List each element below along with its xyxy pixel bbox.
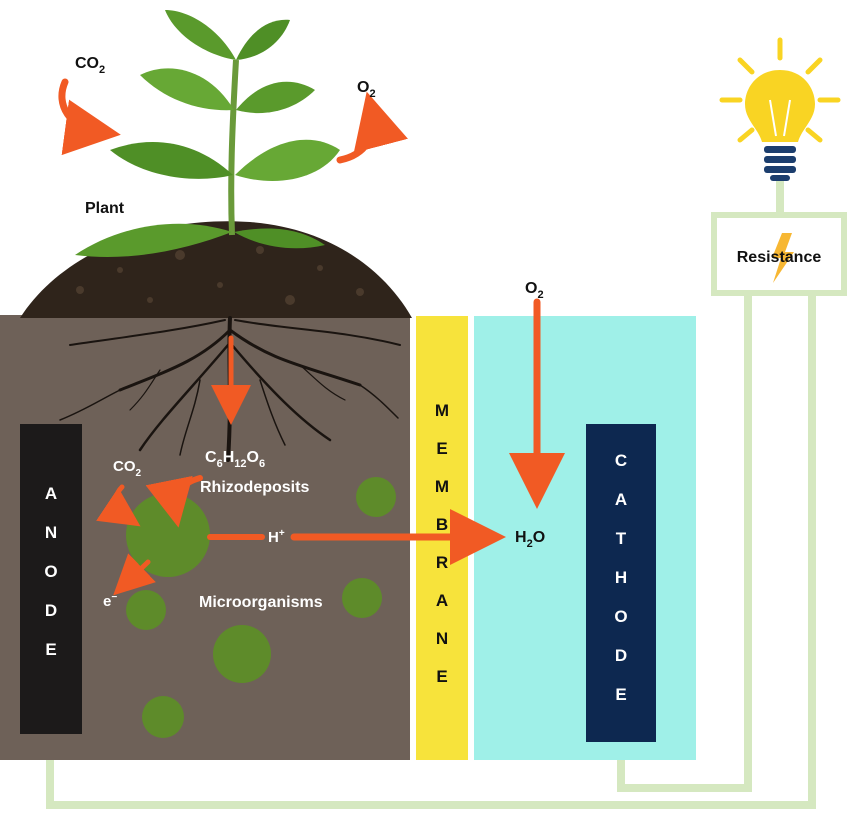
cathode-label: C A T H O D E bbox=[614, 451, 627, 704]
lightning-icon bbox=[772, 233, 794, 283]
o2-cathode-label: O2 bbox=[525, 280, 544, 301]
microbe-cell bbox=[356, 477, 396, 517]
soil-texture bbox=[76, 246, 364, 305]
rhizodeposits-label: Rhizodeposits bbox=[200, 479, 309, 496]
lightbulb-icon bbox=[719, 37, 841, 181]
membrane-letter: R bbox=[436, 553, 448, 572]
membrane-letter: E bbox=[436, 439, 447, 458]
plant-label: Plant bbox=[85, 200, 125, 217]
circuit-wire bbox=[46, 178, 816, 809]
anode-letter: D bbox=[45, 601, 57, 620]
microbe-cell bbox=[342, 578, 382, 618]
anode-letter: E bbox=[45, 640, 56, 659]
plant bbox=[75, 10, 340, 258]
glucose-label: C6H12O6 bbox=[205, 449, 265, 470]
microbe-cell bbox=[213, 625, 271, 683]
membrane-letter: B bbox=[436, 515, 448, 534]
wire-cathode-to-resistance bbox=[617, 290, 752, 792]
cathode-letter: A bbox=[615, 490, 627, 509]
anode-letter: O bbox=[44, 562, 57, 581]
microbe-cell bbox=[142, 696, 184, 738]
microbe-cell bbox=[126, 493, 210, 577]
co2-intake-arrow bbox=[58, 78, 121, 156]
o2-release-arrow bbox=[336, 91, 408, 164]
proton-label: H+ bbox=[268, 528, 285, 546]
electron-arrow bbox=[113, 553, 156, 596]
water-label: H2O bbox=[515, 529, 545, 550]
membrane-letter: A bbox=[436, 591, 448, 610]
anode-label: A N O D E bbox=[44, 484, 57, 659]
co2-soil-label: CO2 bbox=[113, 458, 142, 479]
wire-anode-to-resistance bbox=[46, 290, 816, 809]
microbe-cell bbox=[126, 590, 166, 630]
electron-label: e− bbox=[103, 592, 117, 610]
co2-label: CO2 bbox=[75, 55, 105, 76]
cathode-letter: O bbox=[614, 607, 627, 626]
membrane-letter: E bbox=[436, 667, 447, 686]
o2-label: O2 bbox=[357, 79, 376, 100]
cathode-letter: T bbox=[616, 529, 627, 548]
cathode-electrode bbox=[586, 424, 656, 742]
cathode-letter: C bbox=[615, 451, 627, 470]
glucose-uptake-arrow bbox=[145, 475, 203, 528]
membrane-letter: N bbox=[436, 629, 448, 648]
membrane-letter: M bbox=[435, 401, 449, 420]
flow-arrows bbox=[58, 78, 565, 596]
resistance-label: Resistance bbox=[737, 249, 822, 266]
co2-soil-arrow bbox=[96, 484, 141, 527]
cathode-chamber bbox=[474, 316, 696, 760]
membrane-letter: M bbox=[435, 477, 449, 496]
cathode-letter: D bbox=[615, 646, 627, 665]
anode-letter: N bbox=[45, 523, 57, 542]
cathode-letter: E bbox=[615, 685, 626, 704]
anode-letter: A bbox=[45, 484, 57, 503]
cathode-letter: H bbox=[615, 568, 627, 587]
microorganisms-label: Microorganisms bbox=[199, 594, 323, 611]
anode-electrode bbox=[20, 424, 82, 734]
